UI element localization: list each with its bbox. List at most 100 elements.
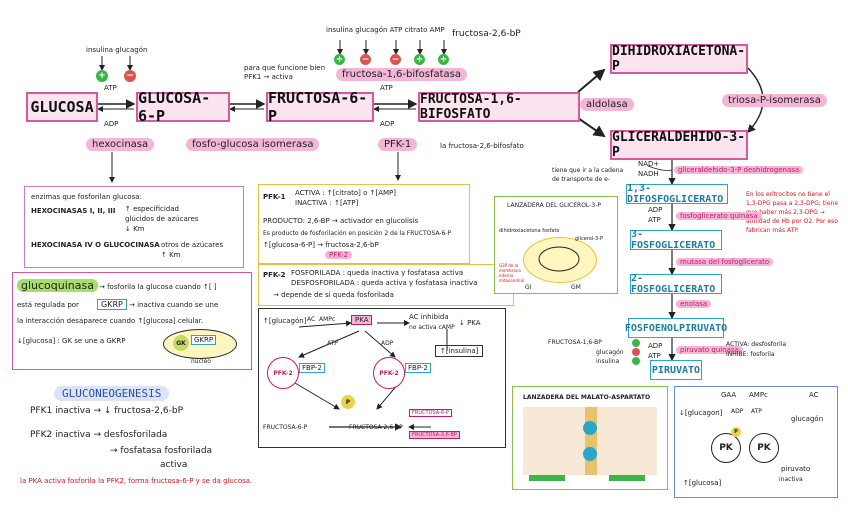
fructosa-16-box: FRUCTOSA-1,6-BIFOSFATO [418,92,580,122]
phosphate-icon: P [731,427,741,437]
glicerol-note: G3P de la membrana interna mitocondrial [499,263,525,283]
pk-amp: AMPc [749,391,768,399]
gluconeo-line-2: PFK2 inactiva → desfosforilada [30,430,168,440]
plus-icon: + [414,54,425,65]
pfk-note: para que funcione bien PFK1 → activa [244,64,326,81]
glucagon-note: glucagón [596,349,624,356]
adp-label: ADP [648,342,663,350]
hexo-line-2: HEXOCINASAS I, II, III [31,207,116,215]
dihidroxiacetona-box: DIHIDROXIACETONA-P [610,44,748,74]
gluconeogenesis-title: GLUCONEOGENESIS [54,386,170,401]
la-fructosa-26-label: la fructosa-2,6-bifosfato [440,142,524,150]
pfk2-desfosforilada: DESFOSFORILADA : queda activa y fosfatas… [291,279,478,287]
fructosa26bp-label: fructosa-2,6-bP [452,29,521,39]
enzyme-pfk1: PFK-1 [378,138,418,151]
plus-icon: + [334,54,345,65]
reg-adp: ADP [381,340,394,347]
glicerol-g3p: glicerol-3-P [575,236,603,242]
panel-regulation: ↑[glucagón] AC AMPc PKA AC inhibida no a… [258,308,506,448]
transporter-icon [583,421,597,435]
gluco-line-3: la interacción desaparece cuando ↑[gluco… [17,317,204,325]
reg-glucagon: ↑[glucagón] [263,317,307,325]
hexo-line-1: enzimas que fosforilan glucosa: [31,193,142,201]
gluconeo-line-3: → fosfatasa fosforilada [110,446,213,456]
minus-icon [632,348,640,356]
plus-icon [632,339,640,347]
hexo-line-2c: glúcidos de azúcares [125,215,199,223]
gliceraldehido-box: GLICERALDEHIDO-3-P [610,130,748,160]
glicerol-gi: GI [525,284,532,291]
panel-malato: LANZADERA DEL MALATO-ASPARTATO [512,386,668,490]
gluco-line-4: ↓[glucosa] : GK se une a GKRP [17,337,126,345]
step-2pg: 2-FOSFOGLICERATO [630,273,722,295]
pfk-label: PFK-1 [263,193,286,201]
fbp2-box-left: FBP-2 [299,363,325,373]
hexo-line-2b: ↑ especificidad [125,205,179,213]
gluconeo-red-note: la PKA activa fosforila la PFK2, forma f… [20,477,253,485]
reg-ac: AC [307,316,316,323]
gkrp-inner: GKRP [191,335,217,345]
gluco-line-2a: está regulada por [17,301,79,309]
panel-glicerol: LANZADERA DEL GLICEROL-3-P dihidroxiacet… [494,196,618,294]
minus-icon: − [390,54,401,65]
membrane-shape [523,237,597,283]
reg-fructosa-p: FRUCTOSA-6-P [409,409,452,417]
glucosa-label: GLUCOSA [30,98,94,116]
minus-icon: − [360,54,371,65]
reg-atp: ATP [327,340,338,347]
hexo-line-3: HEXOCINASA IV O GLUCOCINASA [31,241,160,249]
enzyme-fosfoglicerato-quinasa: fosfoglicerato quinasa [676,212,762,220]
pfk2-fosforilada: FOSFORILADA : queda inactiva y fosfatasa… [291,269,464,277]
pka-box: PKA [351,315,373,325]
pk-ac: AC [809,391,819,399]
atp-label: ATP [648,352,661,360]
pfk2-pill: PFK-2 [325,251,353,259]
gluco-line-2b: → inactiva cuando se une [129,301,219,309]
phosphate-icon: P [341,395,355,409]
reg-amp: AMPc [319,316,336,323]
pfk2-depende: → depende de si queda fosforilada [273,291,394,299]
nadh-label: NADH [638,170,659,178]
step-pep: FOSFOENOLPIRUVATO [625,318,727,338]
activa-note: ACTIVA: desfosforila [726,341,787,348]
hexo-line-3c: ↑ Km [161,251,181,259]
enzyme-hexocinasa: hexocinasa [86,138,155,151]
step-3pg: 3-FOSFOGLICERATO [630,229,722,251]
gluconeo-line-3b: activa [160,460,188,470]
pk-gaa: GAA [721,391,737,399]
enzyme-enolasa: enolasa [676,300,712,308]
adp-label: ADP [648,206,663,214]
atp-label: ATP [648,216,661,224]
gliceraldehido-label: GLICERALDEHIDO-3-P [612,130,746,160]
pk-atp: ATP [751,408,762,415]
glicerol-title: LANZADERA DEL GLICEROL-3-P [507,202,601,209]
panel-hexocinasas: enzimas que fosforilan glucosa: HEXOCINA… [24,186,244,268]
reg-ac-note: AC inhibida [409,313,449,321]
pk-glucosa: ↑[glucosa] [683,479,722,487]
pfk2-circle-left: PFK-2 [267,357,299,389]
adp-label-1: ADP [104,120,119,128]
gluco-line-1: → fosforila la glucosa cuando ↑[ ] [99,283,217,291]
glucosa-box: GLUCOSA [26,92,98,122]
insulina-glucagon-label: insulina glucagón [86,46,148,54]
pfk-line-3: Es producto de fosforilación en posición… [263,230,452,237]
step-13dpg: 1,3-DIFOSFOGLICERATO [626,183,728,205]
fbp2-box-right: FBP-2 [405,363,431,373]
legend-bar-green [609,475,645,481]
nucleo-label: núcleo [191,358,211,365]
enzyme-triosa: triosa-P-isomerasa [722,94,827,107]
pk-inactiva: inactiva [779,476,803,483]
reg-fructosa-sinp: FRUCTOSA-2,6-BP [409,431,460,439]
malato-membrane [585,407,597,475]
pfk2-circle-right: PFK-2 [373,357,405,389]
reg-pka-note: ↓ PKA [459,319,481,327]
insulina-box: ↑[insulina] [435,345,484,357]
fructosa-6p-label: FRUCTOSA-6-P [268,89,368,125]
panel-pk: GAA AMPc AC ↓[glucagon] glucagón ADP ATP… [674,386,838,498]
atp-label-1: ATP [104,84,117,92]
reg-no-activa: no activa cAMP [409,324,455,331]
regulation-lines [294,320,448,431]
inhibe-note: INHIBE: fosforila [726,351,775,358]
pk-piruvato: piruvato [781,465,811,473]
